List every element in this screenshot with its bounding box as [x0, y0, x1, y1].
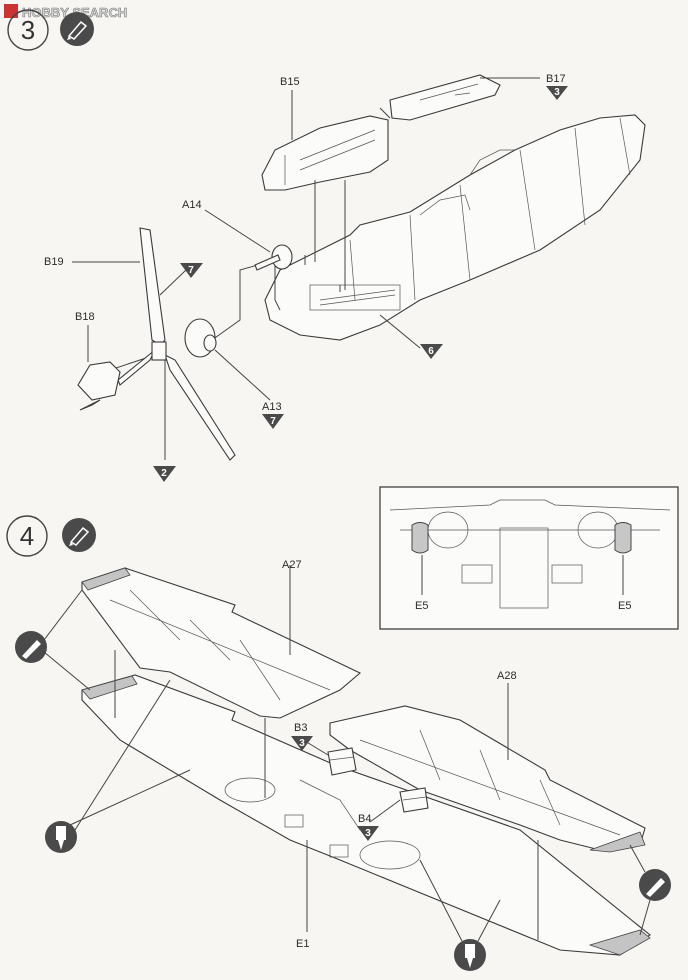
- svg-text:7: 7: [270, 416, 276, 427]
- color-ref-b17: 3: [546, 86, 568, 100]
- part-a28-upper-right-wing: [329, 705, 646, 853]
- drill-icon: [419, 859, 501, 971]
- label-b18: B18: [75, 311, 95, 323]
- part-b4: [399, 787, 429, 813]
- step-4: 4 E5 E5: [6, 486, 679, 971]
- label-a28: A28: [497, 670, 517, 682]
- glue-icon: [60, 12, 94, 46]
- step-4-number: 4: [20, 521, 34, 551]
- color-ref-spinner: 2: [153, 466, 176, 482]
- svg-text:6: 6: [428, 346, 434, 357]
- part-b19-propeller: [117, 227, 236, 461]
- step-3-number: 3: [21, 15, 35, 45]
- color-ref-b3: 3: [291, 736, 313, 751]
- label-a13: A13: [262, 401, 282, 413]
- step3-labels: B15 B17 3 A14 B19 7 B18 A13 7: [44, 73, 568, 482]
- part-a13-disc: [184, 318, 217, 358]
- label-e5-right: E5: [618, 600, 631, 612]
- label-a14: A14: [182, 199, 202, 211]
- svg-text:3: 3: [554, 87, 560, 98]
- step4-labels: A27 A28 B3 3 B4 3 E1: [282, 559, 517, 950]
- svg-text:7: 7: [188, 265, 194, 276]
- assembly-lines-step4: [114, 565, 539, 940]
- watermark-logo-icon: [4, 4, 18, 18]
- part-b15-cowl: [261, 115, 389, 191]
- knife-icon: [629, 844, 671, 936]
- svg-text:3: 3: [299, 738, 305, 749]
- fuselage-front-part: [264, 114, 646, 341]
- svg-text:3: 3: [365, 828, 371, 839]
- label-a27: A27: [282, 559, 302, 571]
- svg-text:2: 2: [161, 468, 167, 479]
- assembly-lines-step3: [109, 107, 391, 460]
- part-a27-upper-left-wing: [81, 567, 362, 719]
- color-ref-fuselage: 6: [420, 344, 443, 359]
- step-3: 3: [7, 9, 646, 482]
- color-ref-b4: 3: [357, 826, 379, 841]
- drill-icon: [45, 679, 191, 853]
- step-3-badge: [7, 9, 49, 51]
- glue-icon: [62, 518, 96, 552]
- label-e5-left: E5: [415, 600, 428, 612]
- detail-inset: E5 E5: [379, 486, 679, 630]
- label-b4: B4: [358, 813, 371, 825]
- part-b18-spinner: [77, 361, 121, 411]
- part-b3: [327, 747, 357, 776]
- label-b17: B17: [546, 73, 566, 85]
- part-a14-backplate: [254, 244, 293, 271]
- part-e1-lower-wing: [81, 674, 651, 956]
- label-e1: E1: [296, 938, 309, 950]
- color-ref-b19: 7: [180, 263, 203, 278]
- label-b15: B15: [280, 76, 300, 88]
- label-b19: B19: [44, 256, 64, 268]
- step-4-badge: [6, 515, 48, 557]
- label-b3: B3: [294, 722, 307, 734]
- knife-icon: [15, 589, 91, 691]
- color-ref-a13: 7: [262, 414, 284, 429]
- part-b17-panel: [389, 74, 501, 121]
